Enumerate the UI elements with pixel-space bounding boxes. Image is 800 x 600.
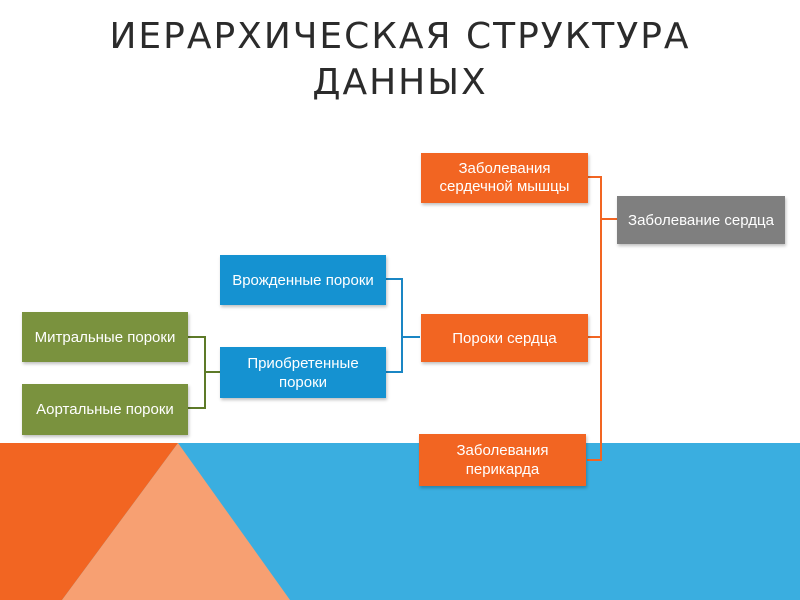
node-pericardium: Заболевания перикарда (419, 434, 586, 486)
page-title: ИЕРАРХИЧЕСКАЯ СТРУКТУРА ДАННЫХ (0, 14, 800, 106)
node-root: Заболевание сердца (617, 196, 785, 244)
node-acquired: Приобретенные пороки (220, 347, 386, 398)
node-acquired-label: Приобретенные пороки (247, 354, 359, 391)
page-title-line-1: ИЕРАРХИЧЕСКАЯ СТРУКТУРА (109, 16, 691, 57)
node-defects: Пороки сердца (421, 314, 588, 362)
node-defects-label: Пороки сердца (452, 329, 557, 347)
background-orange-triangle (0, 443, 178, 600)
node-pericardium-label: Заболевания перикарда (456, 442, 549, 478)
node-myocardium: Заболевания сердечной мышцы (421, 153, 588, 203)
node-congenital: Врожденные пороки (220, 255, 386, 305)
node-mitral: Митральные пороки (22, 312, 188, 362)
node-aortic: Аортальные пороки (22, 384, 188, 435)
node-myocardium-label: Заболевания сердечной мышцы (439, 160, 570, 195)
node-congenital-label: Врожденные пороки (232, 271, 374, 289)
node-aortic-label: Аортальные пороки (36, 401, 174, 418)
page-title-line-2: ДАННЫХ (312, 62, 488, 103)
node-mitral-label: Митральные пороки (34, 328, 176, 346)
node-root-label: Заболевание сердца (628, 211, 774, 229)
background-light-triangle (62, 443, 290, 600)
